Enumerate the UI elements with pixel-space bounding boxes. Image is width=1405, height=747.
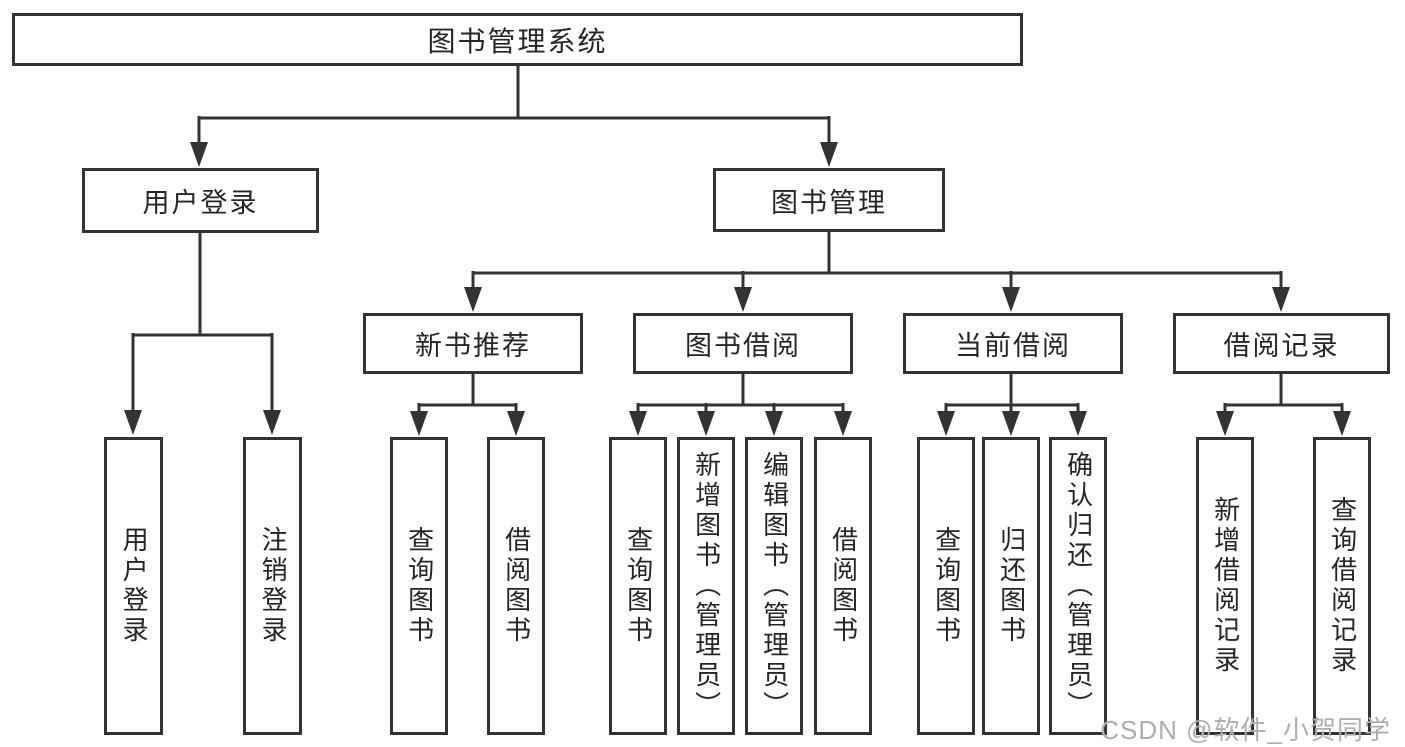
node-book-borrowing: 图书借阅 xyxy=(633,313,853,374)
node-book-management: 图书管理 xyxy=(713,168,945,232)
leaf-return-books: 归还图书 xyxy=(982,437,1040,735)
leaf-user-login: 用户登录 xyxy=(104,437,163,735)
leaf-edit-books-admin: 编辑图书（管理员） xyxy=(745,437,803,735)
arrowhead-group xyxy=(124,142,1351,436)
node-new-book-recommend: 新书推荐 xyxy=(363,313,583,374)
node-borrowing-records: 借阅记录 xyxy=(1173,313,1390,374)
leaf-borrow-books: 借阅图书 xyxy=(814,437,872,735)
leaf-query-books-current: 查询图书 xyxy=(917,437,975,735)
leaf-query-borrow-record: 查询借阅记录 xyxy=(1313,437,1371,735)
leaf-query-books-recommend: 查询图书 xyxy=(390,437,448,735)
leaf-query-books-borrowing: 查询图书 xyxy=(609,437,667,735)
csdn-watermark: CSDN @软件_小贺同学 xyxy=(1100,715,1391,745)
leaf-add-borrow-record: 新增借阅记录 xyxy=(1196,437,1254,735)
leaf-add-books-admin: 新增图书（管理员） xyxy=(677,437,735,735)
node-current-borrowing: 当前借阅 xyxy=(903,313,1123,374)
leaf-borrow-books-recommend: 借阅图书 xyxy=(487,437,545,735)
node-library-management-system: 图书管理系统 xyxy=(12,13,1023,66)
leaf-confirm-return-admin: 确认归还（管理员） xyxy=(1049,437,1107,735)
leaf-logout-login: 注销登录 xyxy=(243,437,302,735)
node-user-login: 用户登录 xyxy=(82,168,319,233)
